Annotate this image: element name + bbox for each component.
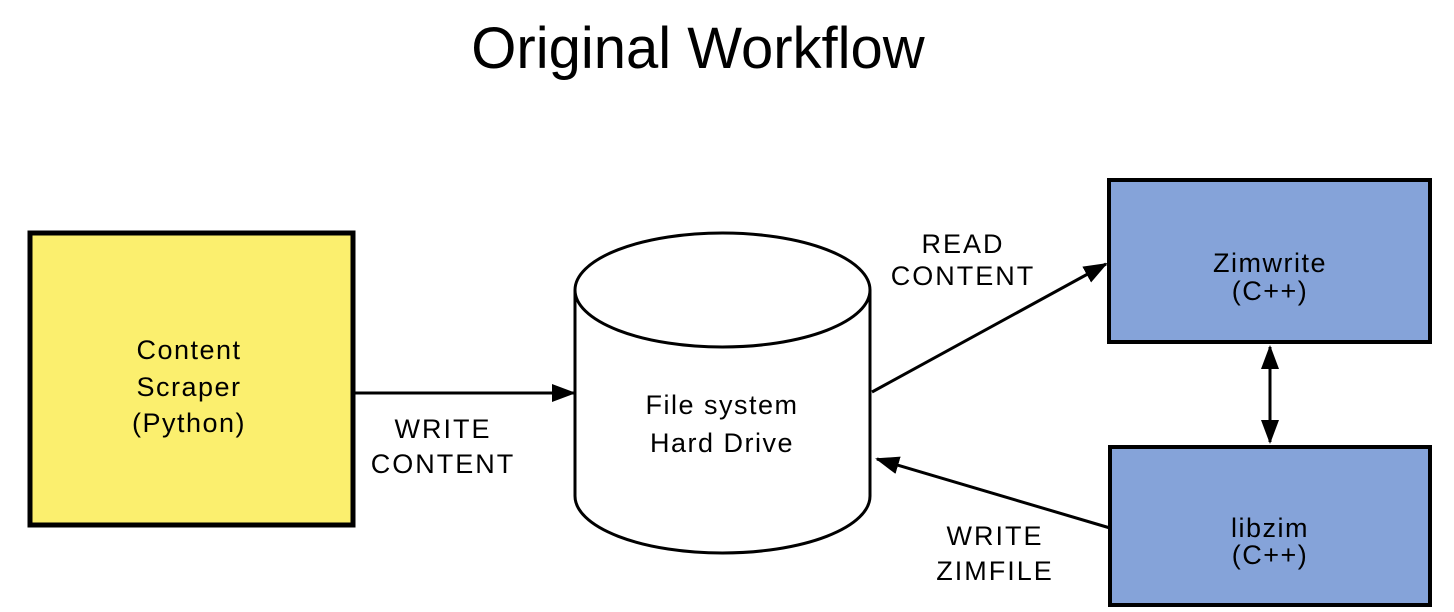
file-system-label-line1: File system [645, 390, 798, 420]
zimwrite-label-line1: Zimwrite [1213, 248, 1327, 278]
zimwrite-label-line2: (C++) [1232, 276, 1309, 306]
edge-read-content: READ CONTENT [871, 229, 1108, 394]
edge-write-content: WRITE CONTENT [353, 384, 576, 479]
content-scraper-label-line3: (Python) [132, 408, 246, 438]
libzim-label-line2: (C++) [1232, 540, 1309, 570]
node-content-scraper: Content Scraper (Python) [27, 230, 356, 528]
content-scraper-box [27, 230, 356, 528]
node-file-system: File system Hard Drive [573, 231, 872, 555]
content-scraper-label-line2: Scraper [136, 372, 241, 402]
cylinder-top [573, 231, 872, 349]
read-content-label-line1: READ [921, 229, 1004, 259]
node-zimwrite: Zimwrite (C++) [1107, 178, 1432, 344]
file-system-label-line2: Hard Drive [650, 428, 794, 458]
write-content-label-line1: WRITE [395, 414, 492, 444]
libzim-box [1108, 445, 1432, 607]
write-content-label-line2: CONTENT [371, 449, 516, 479]
read-content-label-line2: CONTENT [891, 261, 1036, 291]
read-content-arrow [871, 262, 1108, 394]
zimwrite-box [1107, 178, 1432, 344]
libzim-label-line1: libzim [1231, 513, 1309, 543]
content-scraper-label-line1: Content [136, 335, 241, 365]
write-zimfile-label-line2: ZIMFILE [936, 556, 1054, 586]
diagram-title: Original Workflow [471, 16, 925, 81]
write-zimfile-arrow [875, 456, 1111, 530]
node-libzim: libzim (C++) [1108, 445, 1432, 607]
cylinder-body [573, 290, 872, 555]
edge-write-zimfile: WRITE ZIMFILE [875, 456, 1111, 586]
write-zimfile-label-line1: WRITE [947, 521, 1044, 551]
